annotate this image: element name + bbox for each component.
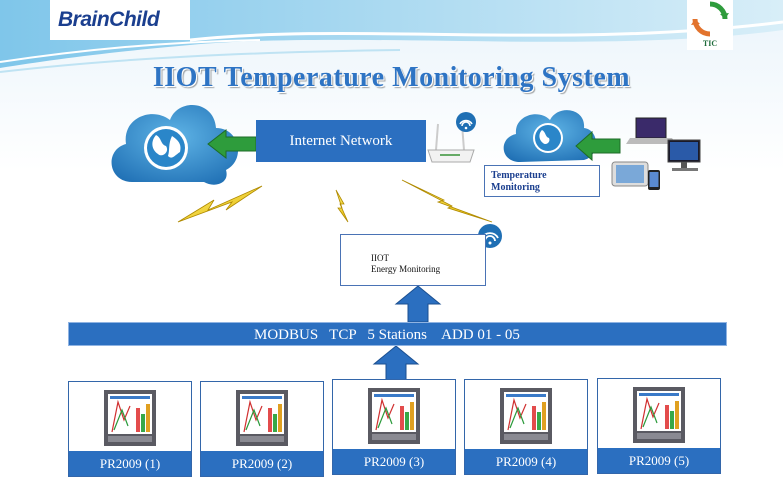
up-arrow-icon bbox=[372, 345, 420, 383]
station-label: PR2009 (1) bbox=[69, 451, 191, 476]
cloud-globe-icon bbox=[111, 105, 239, 185]
tablet-icon bbox=[611, 161, 649, 187]
station-label: PR2009 (3) bbox=[333, 449, 455, 474]
page-title: IIOT Temperature Monitoring System bbox=[152, 62, 631, 93]
station-label: PR2009 (5) bbox=[598, 448, 720, 473]
station-card: PR2009 (1) bbox=[68, 381, 192, 477]
modbus-tcp-bar: MODBUS TCP 5 Stations ADD 01 - 05 bbox=[68, 322, 727, 346]
laptop-icon bbox=[626, 117, 676, 144]
phone-icon bbox=[648, 170, 660, 190]
cloud-globe-icon bbox=[503, 110, 596, 162]
station-label: PR2009 (2) bbox=[201, 451, 323, 476]
iiot-energy-monitoring-box: IIOT Energy Monitoring bbox=[340, 234, 486, 286]
lightning-icon bbox=[335, 189, 349, 223]
brand-backdrop bbox=[50, 0, 190, 40]
green-arrow-icon bbox=[575, 130, 621, 162]
station-card: PR2009 (2) bbox=[200, 381, 324, 477]
desktop-icon bbox=[667, 139, 701, 171]
temperature-monitoring-box: Temperature Monitoring bbox=[484, 165, 600, 197]
internet-network-box: Internet Network bbox=[256, 120, 426, 162]
station-card: PR2009 (4) bbox=[464, 379, 588, 475]
up-arrow-icon bbox=[394, 285, 442, 323]
station-card: PR2009 (3) bbox=[332, 379, 456, 475]
wifi-icon bbox=[456, 112, 476, 132]
tic-label: TIC bbox=[702, 39, 718, 48]
tic-logo: TIC bbox=[687, 0, 733, 50]
iiot-label-line2: Energy Monitoring bbox=[371, 264, 441, 274]
recorder-screen-icon bbox=[633, 387, 685, 443]
recorder-screen-icon bbox=[104, 390, 156, 446]
lightning-icon bbox=[177, 185, 263, 223]
station-label: PR2009 (4) bbox=[465, 449, 587, 474]
recorder-screen-icon bbox=[368, 388, 420, 444]
station-card: PR2009 (5) bbox=[597, 378, 721, 474]
temperature-label-line1: Temperature bbox=[491, 170, 547, 181]
temperature-label-line2: Monitoring bbox=[491, 182, 540, 193]
recorder-screen-icon bbox=[500, 388, 552, 444]
brand-logo: BrainChild bbox=[58, 8, 160, 31]
iiot-label-line1: IIOT bbox=[371, 253, 389, 263]
tic-swirl-icon bbox=[691, 1, 729, 37]
recorder-screen-icon bbox=[236, 390, 288, 446]
lightning-icon bbox=[401, 179, 493, 223]
router-icon bbox=[427, 123, 475, 163]
